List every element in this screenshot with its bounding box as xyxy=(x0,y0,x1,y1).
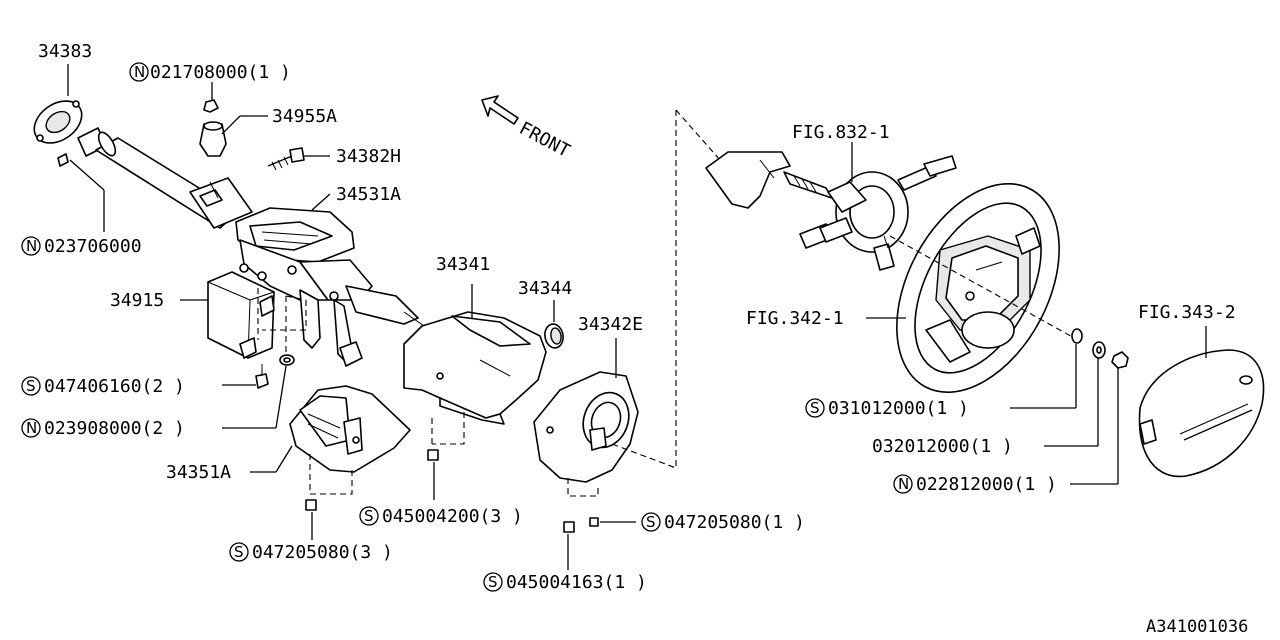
prefix-s: S xyxy=(234,543,244,561)
nut-and-bushing-34955A xyxy=(199,99,227,157)
combination-switch xyxy=(705,151,957,271)
front-arrow-icon xyxy=(481,95,519,125)
lower-bracket-34351A xyxy=(289,385,411,473)
s-marker-icon xyxy=(641,512,661,532)
label-021708000: 021708000(1 ) xyxy=(150,62,291,83)
control-unit-34915 xyxy=(207,271,275,359)
leader-dash-34915 xyxy=(257,288,307,352)
label-fig-343-2: FIG.343-2 xyxy=(1138,302,1236,323)
column-cover-lower-34342E xyxy=(533,371,639,483)
prefix-s: S xyxy=(810,399,820,417)
n-marker-icon xyxy=(21,418,41,438)
washer-031012000 xyxy=(1071,328,1083,344)
s-marker-icon xyxy=(229,542,249,562)
screw-047205080-right xyxy=(589,517,599,527)
prefix-s: S xyxy=(364,507,374,525)
cap-34344 xyxy=(544,323,564,349)
label-fig-342-1: FIG.342-1 xyxy=(746,308,844,329)
nut-022812000 xyxy=(1111,351,1129,369)
label-032012000: 032012000(1 ) xyxy=(872,436,1013,457)
label-023706000: 023706000 xyxy=(44,236,142,257)
column-flange-34383 xyxy=(33,100,83,167)
leader-dash-34351A xyxy=(309,454,353,495)
leader-dash-34342E xyxy=(567,478,599,497)
label-34344: 34344 xyxy=(518,278,572,299)
label-34955A: 34955A xyxy=(272,106,337,127)
label-fig-832-1: FIG.832-1 xyxy=(792,122,890,143)
prefix-s: S xyxy=(488,573,498,591)
bolt-34382H xyxy=(267,147,305,171)
airbag-pad xyxy=(1138,349,1265,478)
column-cover-upper-34341 xyxy=(403,311,547,425)
label-023908000: 023908000(2 ) xyxy=(44,418,185,439)
steering-wheel xyxy=(896,182,1060,394)
label-34341: 34341 xyxy=(436,254,490,275)
label-34383: 34383 xyxy=(38,41,92,62)
label-34351A: 34351A xyxy=(166,462,231,483)
wheel-axis-line xyxy=(889,235,1079,341)
label-031012000: 031012000(1 ) xyxy=(828,398,969,419)
n-marker-icon xyxy=(129,62,149,82)
prefix-n: N xyxy=(26,237,37,255)
label-022812000: 022812000(1 ) xyxy=(916,474,1057,495)
diagram-id: A341001036 xyxy=(1146,617,1248,637)
label-34531A: 34531A xyxy=(336,184,401,205)
n-marker-icon xyxy=(21,236,41,256)
screw-045004163 xyxy=(563,521,575,533)
label-34382H: 34382H xyxy=(336,146,401,167)
s-marker-icon xyxy=(359,506,379,526)
label-045004200: 045004200(3 ) xyxy=(382,506,523,527)
s-marker-icon xyxy=(483,572,503,592)
column-bracket-34531A xyxy=(235,207,425,367)
prefix-n: N xyxy=(26,419,37,437)
label-047406160: 047406160(2 ) xyxy=(44,376,185,397)
leader-dash-34341 xyxy=(431,412,465,445)
label-047205080-right: 047205080(1 ) xyxy=(664,512,805,533)
label-34342E: 34342E xyxy=(578,314,643,335)
label-045004163: 045004163(1 ) xyxy=(506,572,647,593)
n-marker-icon xyxy=(893,474,913,494)
prefix-s: S xyxy=(26,377,36,395)
fastener-screw-047406160 xyxy=(255,364,269,389)
front-label: FRONT xyxy=(516,118,574,162)
leader-lines xyxy=(67,64,1207,570)
label-047205080-lower: 047205080(3 ) xyxy=(252,542,393,563)
steering-shaft-tube xyxy=(77,127,253,229)
s-marker-icon xyxy=(21,376,41,396)
prefix-n: N xyxy=(134,63,145,81)
screw-045004200 xyxy=(427,449,439,461)
washer-023908000 xyxy=(279,354,295,366)
screw-047205080-lower xyxy=(305,499,317,511)
assembly-guide-line-upper xyxy=(675,109,721,161)
s-marker-icon xyxy=(805,398,825,418)
label-34915: 34915 xyxy=(110,290,164,311)
prefix-s: S xyxy=(646,513,656,531)
washer-032012000 xyxy=(1092,341,1106,359)
prefix-n: N xyxy=(898,475,909,493)
assembly-guide-line xyxy=(611,110,677,469)
